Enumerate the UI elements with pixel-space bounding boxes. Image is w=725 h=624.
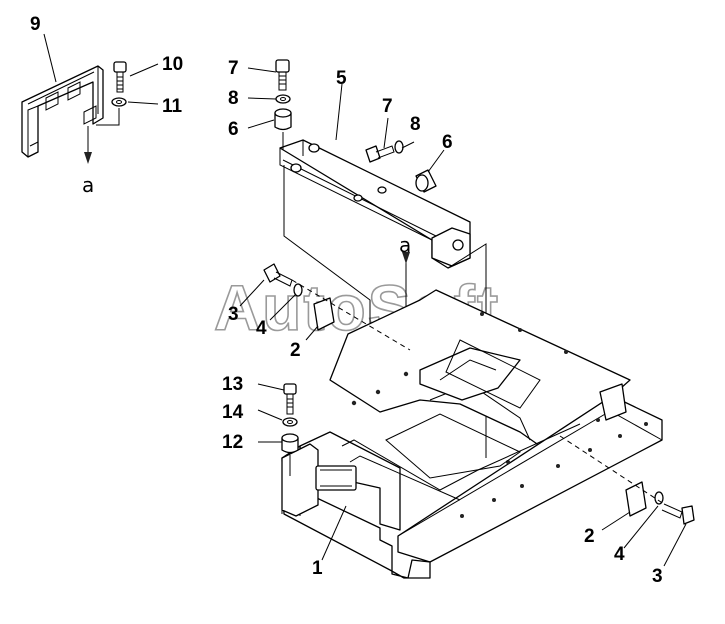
callout-3-left: 3 [228, 304, 239, 325]
part-6-bushing-top [274, 108, 292, 131]
callout-7-side: 7 [382, 96, 393, 117]
part-7-bolt-side [365, 145, 395, 163]
reference-mark-left: a [82, 173, 94, 197]
reference-mark-middle: a [399, 233, 411, 257]
part-8-washer-side [394, 140, 404, 154]
part-5-beam [279, 139, 471, 269]
part-9-bracket [21, 65, 104, 158]
part-1-main-frame [281, 289, 663, 579]
reference-arrow-left [84, 126, 92, 164]
part-13-bolt [283, 383, 297, 415]
part-2-plate-left [313, 297, 335, 331]
callout-9: 9 [30, 14, 41, 35]
callout-1: 1 [312, 558, 323, 579]
callout-12: 12 [222, 432, 243, 453]
part-12-bushing [281, 433, 299, 454]
callout-4-left: 4 [256, 318, 267, 339]
part-4-washer-right [654, 491, 664, 505]
part-6-bushing-side [415, 169, 437, 193]
callout-2-right: 2 [584, 526, 595, 547]
part-4-washer-left [293, 283, 303, 297]
callout-2-left: 2 [290, 340, 301, 361]
callout-13: 13 [222, 374, 243, 395]
callout-7-top: 7 [228, 58, 239, 79]
callout-8-top: 8 [228, 88, 239, 109]
part-8-washer-top [275, 94, 291, 104]
callout-3-right: 3 [652, 566, 663, 587]
part-14-washer [282, 417, 298, 427]
part-7-bolt-top [275, 59, 290, 91]
callout-11: 11 [162, 96, 183, 117]
reference-arrow-middle [402, 252, 410, 264]
callout-8-side: 8 [410, 114, 421, 135]
part-10-bolt [113, 61, 127, 93]
callout-10: 10 [162, 54, 183, 75]
part-3-bolt-left [263, 263, 293, 287]
part-3-bolt-right [661, 503, 695, 525]
part-11-washer [111, 97, 127, 107]
part-2-plate-right [625, 481, 647, 517]
callout-6-side: 6 [442, 132, 453, 153]
callout-4-right: 4 [614, 544, 625, 565]
callout-5: 5 [336, 68, 347, 89]
callout-6-top: 6 [228, 119, 239, 140]
callout-14: 14 [222, 402, 244, 423]
